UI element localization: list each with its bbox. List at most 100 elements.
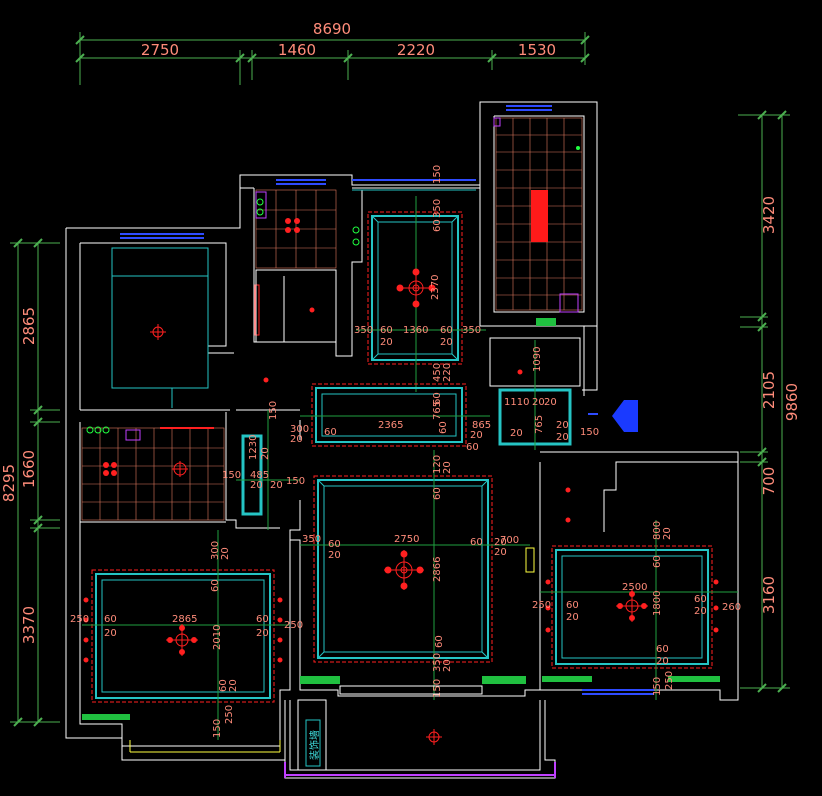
label-c-60b: 60 bbox=[328, 539, 341, 550]
label-br-20c: 20 bbox=[694, 606, 707, 617]
bathroom-left-tiles bbox=[81, 427, 225, 521]
label-br-60b: 60 bbox=[566, 600, 579, 611]
label-c-120: 120 bbox=[432, 455, 443, 474]
left-total-dimension: 8295 bbox=[0, 464, 18, 502]
label-r1-60: 60 bbox=[432, 219, 443, 232]
label-br-1800: 1800 bbox=[652, 591, 663, 616]
label-r2-765: 765 bbox=[432, 401, 443, 420]
label-r4-1230: 1230 bbox=[248, 435, 259, 460]
label-c-20e: 20 bbox=[442, 659, 453, 672]
ceiling-light-icon bbox=[150, 324, 166, 340]
chandelier-icon bbox=[396, 268, 436, 308]
label-br-20d: 20 bbox=[656, 656, 669, 667]
label-r1-60c: 60 bbox=[440, 325, 453, 336]
left-dim-3: 3370 bbox=[20, 606, 38, 644]
chandelier-bedroom-right-icon bbox=[616, 590, 648, 622]
ceiling-panel-corridor bbox=[300, 383, 490, 447]
label-bl-20c: 20 bbox=[256, 628, 269, 639]
label-r4-150c: 150 bbox=[286, 476, 305, 487]
label-r2-2365: 2365 bbox=[378, 420, 403, 431]
label-r2-60b: 60 bbox=[324, 427, 337, 438]
label-r1-350b: 350 bbox=[354, 325, 373, 336]
label-bl-250b: 250 bbox=[284, 620, 303, 631]
label-r1-350c: 350 bbox=[462, 325, 481, 336]
label-c-60d: 60 bbox=[434, 635, 445, 648]
label-r3-20b: 20 bbox=[544, 397, 557, 408]
ceiling-panel-living bbox=[300, 450, 530, 700]
label-bl-60b: 60 bbox=[104, 614, 117, 625]
label-r4-150: 150 bbox=[268, 401, 279, 420]
right-dim-3: 700 bbox=[760, 467, 778, 496]
top-total-dimension: 8690 bbox=[313, 20, 351, 38]
label-r1-2370: 2370 bbox=[430, 275, 441, 300]
label-c-20b: 20 bbox=[494, 537, 507, 548]
label-bl-2010: 2010 bbox=[212, 625, 223, 650]
label-r2-60a: 60 bbox=[432, 392, 443, 405]
label-br-60a: 60 bbox=[652, 555, 663, 568]
label-bl-300: 300 bbox=[210, 541, 221, 560]
ceiling-panel-bedroom-bottom-left bbox=[82, 530, 290, 740]
balcony-light-icon bbox=[426, 729, 442, 745]
label-r2-220: 220 bbox=[442, 363, 453, 382]
top-dim-2: 1460 bbox=[278, 41, 316, 59]
top-dim-3: 2220 bbox=[397, 41, 435, 59]
label-br-250b: 250 bbox=[664, 671, 675, 690]
range-hood-block bbox=[531, 190, 548, 242]
label-c-350b: 350 bbox=[432, 653, 443, 672]
label-r4-20c: 20 bbox=[250, 480, 263, 491]
label-br-20b: 20 bbox=[566, 612, 579, 623]
label-c-150: 150 bbox=[432, 679, 443, 698]
label-bl-2865: 2865 bbox=[172, 614, 197, 625]
windows bbox=[120, 105, 654, 695]
small-niche-panel bbox=[236, 410, 300, 530]
label-br-60c: 60 bbox=[694, 594, 707, 605]
label-r3-20c: 20 bbox=[510, 428, 523, 439]
label-br-260: 260 bbox=[722, 602, 741, 613]
label-r1-350: 350 bbox=[432, 199, 443, 218]
bedroom-top-left bbox=[111, 247, 209, 408]
label-r2-60c: 60 bbox=[438, 421, 449, 434]
chandelier-living-icon bbox=[384, 550, 424, 590]
entry-arrow-icon bbox=[612, 400, 638, 432]
top-dim-4: 1530 bbox=[518, 41, 556, 59]
label-r3-1090: 1090 bbox=[532, 347, 543, 372]
top-dim-1: 2750 bbox=[141, 41, 179, 59]
balcony bbox=[129, 676, 556, 778]
label-c-700: 700 bbox=[500, 535, 519, 546]
label-bl-60c: 60 bbox=[256, 614, 269, 625]
label-br-150: 150 bbox=[652, 677, 663, 696]
label-br-2500: 2500 bbox=[622, 582, 647, 593]
label-r2-60d: 60 bbox=[466, 442, 479, 453]
label-c-60c: 60 bbox=[470, 537, 483, 548]
vertical-box-label: 装饰墙 bbox=[308, 730, 321, 760]
label-br-20: 20 bbox=[662, 527, 673, 540]
label-r4-20d: 20 bbox=[270, 480, 283, 491]
label-r2-20: 20 bbox=[470, 430, 483, 441]
label-bl-20d: 20 bbox=[228, 679, 239, 692]
label-c-2866: 2866 bbox=[432, 557, 443, 582]
label-c-20d: 20 bbox=[494, 547, 507, 558]
right-dim-4: 3160 bbox=[760, 576, 778, 614]
ceiling-panel-bedroom-bottom-right bbox=[525, 520, 738, 700]
label-bl-150: 150 bbox=[212, 719, 223, 738]
label-c-350: 350 bbox=[302, 534, 321, 545]
ceiling-panel-top-center bbox=[356, 196, 486, 392]
label-br-800: 800 bbox=[652, 521, 663, 540]
left-dim-2: 1660 bbox=[20, 450, 38, 488]
label-r4-20b: 20 bbox=[260, 447, 271, 460]
fixture-grid-icon bbox=[285, 218, 300, 233]
label-r3-20e: 20 bbox=[556, 432, 569, 443]
label-r4-150b: 150 bbox=[222, 470, 241, 481]
right-dim-1: 3420 bbox=[760, 196, 778, 234]
label-c-60a: 60 bbox=[432, 487, 443, 500]
label-bl-250c: 250 bbox=[224, 705, 235, 724]
label-br-250: 250 bbox=[532, 600, 551, 611]
chandelier-bedroom-icon bbox=[166, 624, 198, 656]
label-r1-20c: 20 bbox=[440, 337, 453, 348]
label-r1-150: 150 bbox=[432, 165, 443, 184]
label-bl-60a: 60 bbox=[210, 579, 221, 592]
label-bl-60d: 60 bbox=[218, 679, 229, 692]
left-dim-1: 2865 bbox=[20, 307, 38, 345]
right-total-dimension: 9860 bbox=[783, 383, 801, 421]
